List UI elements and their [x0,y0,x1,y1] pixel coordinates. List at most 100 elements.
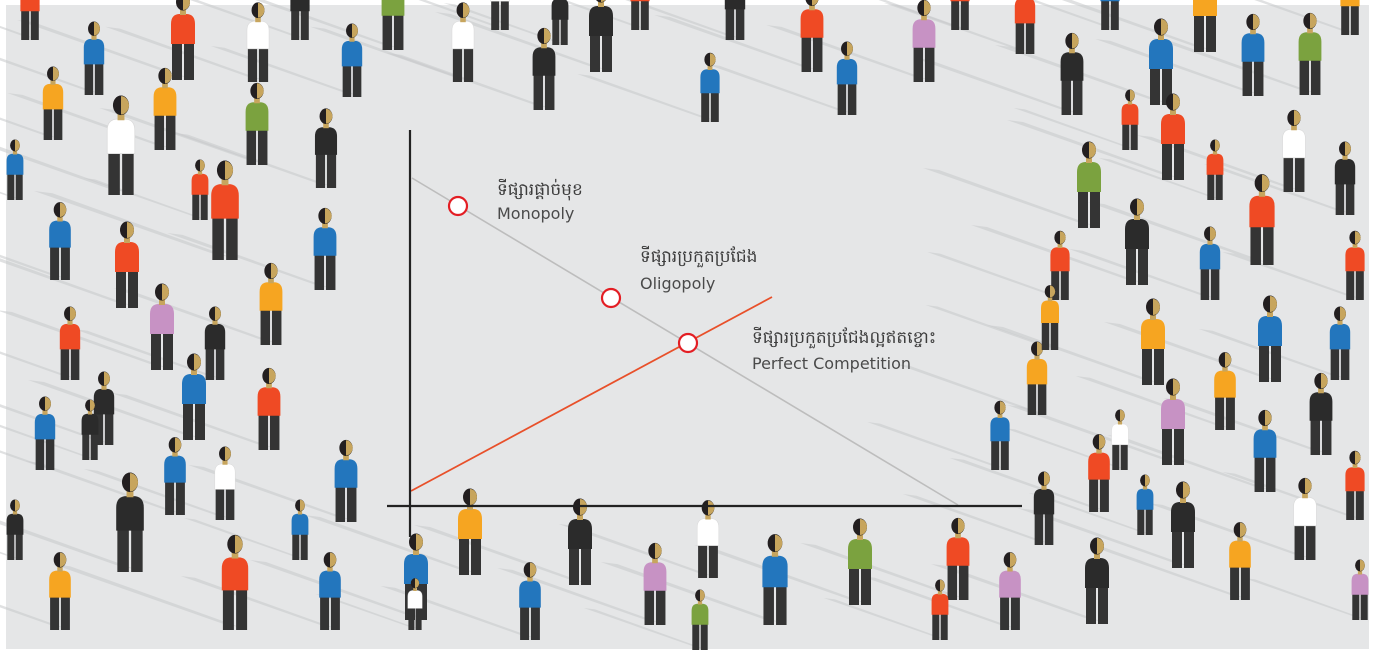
person-shadow [1028,493,1150,534]
person-icon [246,2,270,82]
person-icon [836,41,858,115]
person-shadow [180,576,336,629]
person-shadow [625,0,741,39]
person-icon [49,202,71,280]
person-shadow [1163,398,1327,454]
person-icon [49,552,71,630]
person-shadow [1243,578,1365,619]
oligopoly-label-en: Oligopoly [640,274,715,293]
person-icon [334,439,358,522]
person-icon [150,283,174,370]
person-shadow [73,329,221,379]
person-icon [6,139,24,200]
person-shadow [304,515,476,573]
person-shadow [925,305,1055,349]
person-shadow [435,12,607,70]
person-icon [1334,141,1356,215]
person-shadow [1095,39,1259,95]
person-icon [1088,434,1110,512]
person-shadow [497,568,661,624]
person-shadow [1075,376,1231,429]
person-shadow [210,46,358,96]
person-icon [1293,477,1317,560]
person-icon [1050,230,1070,300]
person-shadow [577,74,715,121]
person-icon [1345,450,1365,520]
person-shadow [52,564,242,628]
person-icon [630,0,650,30]
person-icon [848,518,872,605]
monopoly-marker [447,195,469,217]
person-shadow [0,258,133,306]
person-shadow [255,0,399,49]
person-shadow [927,252,1065,299]
person-shadow [987,325,1159,383]
person-shadow [414,525,586,583]
person-icon [458,488,482,575]
person-icon [1199,226,1221,300]
person-shadow [914,58,1078,114]
person-icon [1161,378,1185,465]
person-icon [407,578,423,630]
person-shadow [190,0,305,39]
person-icon [1033,471,1055,545]
perfect-competition-marker [677,332,699,354]
person-icon [1121,89,1139,150]
person-icon [696,500,720,578]
person-shadow [823,598,945,639]
person-shadow [705,64,853,114]
person-icon [1085,537,1109,624]
perfect-competition-label-en: Perfect Competition [752,354,911,373]
person-icon [116,472,144,572]
person-icon [724,0,746,41]
person-icon [42,66,64,140]
person-shadow [895,364,1043,414]
person-shadow [0,604,66,629]
person-icon [1229,522,1251,600]
person-icon [1136,474,1154,535]
person-icon [691,589,709,650]
person-icon [1309,372,1333,455]
person-icon [1014,0,1036,55]
person-shadow [923,168,1095,226]
person-icon [1041,285,1059,350]
person-shadow [34,191,232,258]
person-icon [164,437,186,515]
person-shadow [583,608,705,649]
person-icon [1214,352,1236,430]
person-icon [990,400,1010,470]
person-shadow [1028,0,1115,29]
person-icon [34,396,56,470]
person-icon [1298,12,1322,95]
person-icon [59,306,81,380]
person-icon [93,371,115,445]
person-icon [1141,298,1165,385]
person-icon [1253,409,1277,492]
person-icon [291,499,309,560]
person-icon [451,2,475,82]
person-shadow [1203,164,1351,214]
person-icon [1077,141,1101,228]
person-icon [81,399,99,460]
person-icon [115,221,139,308]
person-shadow [111,393,275,449]
person-icon [221,534,249,630]
person-icon [1161,93,1185,180]
person-icon [1171,481,1195,568]
monopoly-label-en: Monopoly [497,204,574,223]
person-icon [1329,306,1351,380]
perfect-competition-label-km: ទីផ្សារប្រកួតប្រជែងល្អឥតខ្ចោះ [752,326,936,349]
person-icon [1249,174,1275,265]
person-shadow [0,310,168,368]
person-shadow [1098,158,1220,199]
person-icon [1206,139,1224,200]
person-shadow [1107,435,1271,491]
person-icon [182,353,206,440]
person-shadow [315,594,419,629]
person-icon [589,0,613,72]
person-shadow [1090,546,1246,599]
person-shadow [0,351,76,379]
person-shadow [83,469,231,519]
person-shadow [0,520,137,570]
